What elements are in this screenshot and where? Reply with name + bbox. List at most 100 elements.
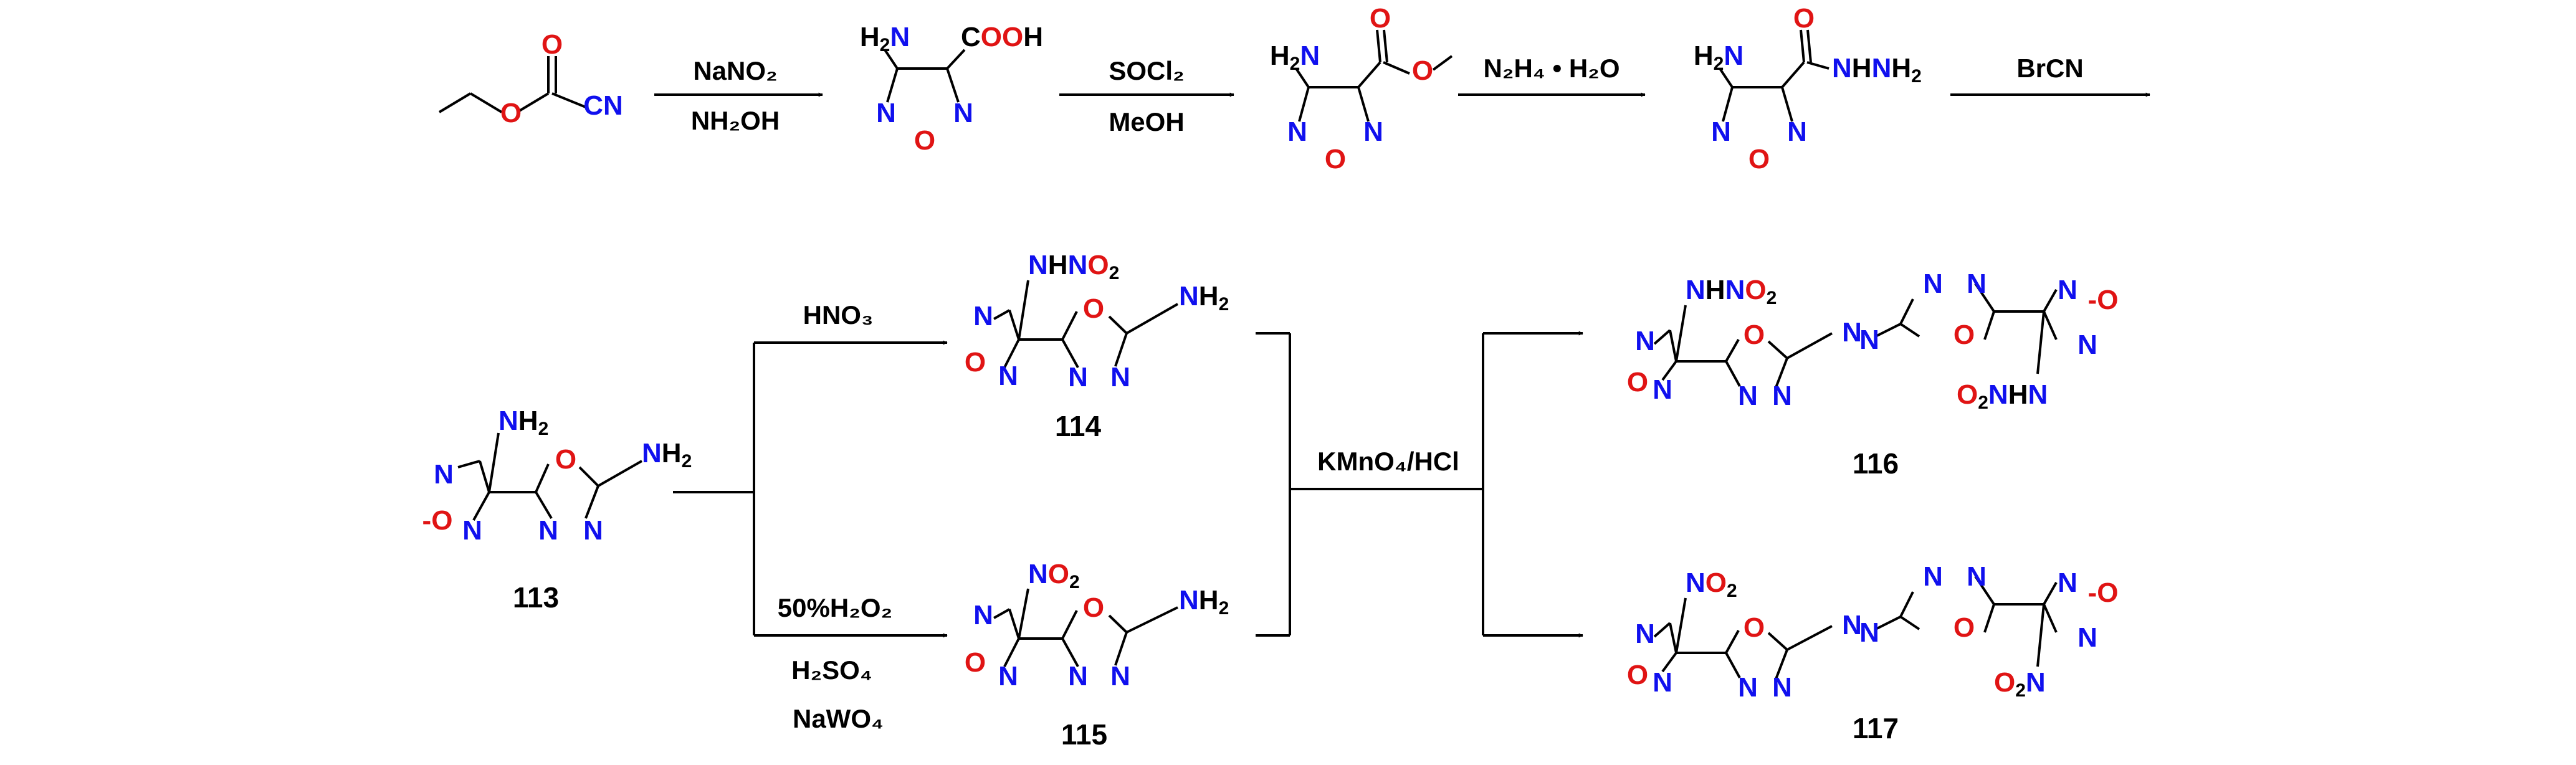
atom-o: O	[1083, 293, 1104, 324]
atom-n: N	[1110, 661, 1130, 691]
atom-n: N	[1363, 116, 1383, 147]
o2n-group: O2N	[1994, 667, 2046, 701]
atom-n: N	[1738, 381, 1758, 411]
atom-o: O	[1744, 320, 1765, 350]
atom-o: O	[1627, 367, 1648, 397]
atom-o: O	[1953, 320, 1975, 350]
reagent-hydrazine: N₂H₄ • H₂O	[1483, 54, 1620, 83]
atom-n: N	[1738, 672, 1758, 703]
reagent-nh2oh: NH₂OH	[691, 106, 780, 135]
reagent-kmno4-hcl: KMnO₄/HCl	[1317, 447, 1459, 476]
atom-o: O	[965, 347, 986, 378]
atom-o: O	[1412, 55, 1433, 86]
compound-114-structure: NHNO2 NH2 O N O N N N	[965, 250, 1229, 392]
atom-o: -O	[2088, 285, 2119, 315]
atom-n: N	[953, 98, 973, 128]
ethyl-cyanoformate-structure	[438, 56, 586, 113]
reagent-hno3: HNO₃	[803, 300, 874, 330]
atom-o: O	[1627, 660, 1648, 690]
atom-n: N	[1967, 268, 1987, 299]
nh2-group: H2N	[1694, 40, 1744, 74]
atom-n: N	[1967, 561, 1987, 592]
atom-n: N	[1772, 381, 1792, 411]
atom-n: N	[1068, 362, 1088, 392]
atom-cn: CN	[583, 90, 623, 121]
atom-o: O	[1325, 144, 1346, 174]
nh2-group: NH2	[1179, 585, 1229, 619]
atom-n: N	[1923, 561, 1943, 592]
branch-connector-left	[673, 343, 755, 635]
atom-o: O	[914, 125, 935, 156]
atom-n: N	[1068, 661, 1088, 691]
compound-115-structure: NO2 NH2 O N O N N N	[965, 559, 1229, 691]
azo-n: N	[1859, 617, 1879, 648]
reagent-h2o2: 50%H₂O₂	[778, 593, 892, 622]
compound-116-structure: NHNO2 N O N O N N N N N N O N -O N O2NHN	[1627, 268, 2119, 413]
reagent-meoh: MeOH	[1109, 107, 1184, 136]
atom-o: -O	[2088, 577, 2119, 608]
azo-n: N	[1842, 317, 1862, 348]
atom-n: N	[2058, 568, 2077, 598]
atom-o: O	[1793, 3, 1815, 34]
methyl-ester-structure: H2N O O N N O	[1270, 3, 1453, 174]
atom-n: N	[583, 515, 603, 546]
compound-113-structure: NH2 NH2 O N -O N N N	[422, 406, 692, 546]
atom-o: O	[1953, 612, 1975, 643]
nh2-group: NH2	[499, 406, 548, 439]
atom-n: N	[998, 361, 1018, 391]
azo-n: N	[1842, 610, 1862, 640]
atom-o: O	[541, 29, 563, 60]
atom-n: N	[2077, 622, 2097, 653]
atom-n: N	[1653, 667, 1672, 698]
reagent-socl2: SOCl₂	[1109, 56, 1184, 85]
nh2-group: NH2	[1179, 281, 1229, 315]
atom-n: N	[1711, 116, 1731, 147]
no2-group: NO2	[1028, 559, 1080, 592]
atom-n: N	[2058, 275, 2077, 305]
reagent-nano2: NaNO₂	[693, 56, 777, 85]
atom-n: N	[462, 515, 482, 546]
atom-o: O	[555, 444, 576, 475]
hydrazide-structure: H2N O NHNH2 N N O	[1694, 3, 1922, 174]
nh2-group: H2N	[1270, 40, 1320, 74]
atom-o: O	[965, 647, 986, 678]
no2-group: NO2	[1686, 568, 1737, 601]
atom-n: N	[1287, 116, 1307, 147]
compound-label-117: 117	[1853, 712, 1899, 744]
atom-o: O	[500, 98, 522, 128]
atom-n: N	[1110, 362, 1130, 392]
atom-n: N	[1787, 116, 1807, 147]
atom-o: O	[1744, 612, 1765, 643]
atom-o: O	[1370, 3, 1391, 34]
cooh-group: COOH	[961, 22, 1043, 52]
aminofurazan-carboxylic-acid-structure: H2N COOH N N O	[860, 22, 1043, 156]
atom-n: N	[1653, 374, 1672, 405]
atom-n: N	[434, 459, 454, 490]
nhno2-group: NHNO2	[1686, 275, 1777, 308]
atom-n: N	[1772, 672, 1792, 703]
o2nhn-group: O2NHN	[1957, 379, 2048, 413]
compound-label-113: 113	[513, 581, 559, 614]
compound-label-116: 116	[1853, 447, 1899, 480]
atom-n: N	[2077, 330, 2097, 360]
atom-o: -O	[422, 505, 453, 536]
atom-n: N	[1923, 268, 1943, 299]
atom-o: O	[1083, 592, 1104, 623]
atom-n: N	[973, 301, 993, 331]
nh2-group: NH2	[642, 438, 692, 472]
atom-n: N	[998, 661, 1018, 691]
atom-o: O	[1748, 144, 1770, 174]
nh2-group: H2N	[860, 22, 910, 55]
atom-n: N	[538, 515, 558, 546]
compound-label-115: 115	[1061, 718, 1107, 751]
atom-n: N	[973, 600, 993, 630]
compound-117-structure: NO2 N O N O N N N N N N O N -O N O2N	[1627, 561, 2119, 703]
reagent-h2so4: H₂SO₄	[791, 655, 872, 685]
compound-label-114: 114	[1055, 410, 1102, 442]
nhno2-group: NHNO2	[1028, 250, 1119, 283]
atom-n: N	[1635, 326, 1655, 356]
reagent-brcn: BrCN	[2016, 54, 2083, 83]
nhnh2-group: NHNH2	[1832, 53, 1922, 87]
atom-n: N	[876, 98, 896, 128]
